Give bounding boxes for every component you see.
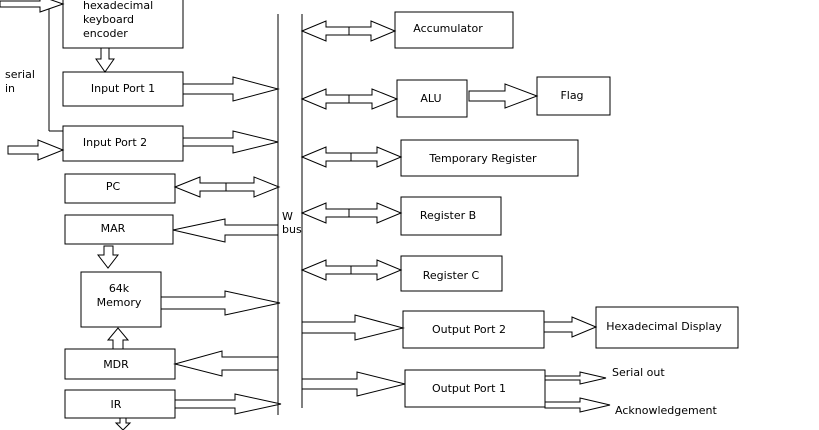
svg-text:encoder: encoder <box>83 27 128 40</box>
svg-text:Register B: Register B <box>420 209 476 222</box>
svg-text:Register C: Register C <box>423 269 480 282</box>
memory-block: 64k Memory <box>80 271 162 328</box>
svg-text:MAR: MAR <box>101 222 126 235</box>
w-bus-label-line2: bus <box>282 223 302 236</box>
svg-text:keyboard: keyboard <box>83 13 134 26</box>
svg-text:Output Port 1: Output Port 1 <box>432 382 506 395</box>
register-b-block: Register B <box>400 196 502 236</box>
bus-to-mdr-arrow <box>173 350 279 377</box>
svg-text:MDR: MDR <box>103 358 129 371</box>
register-c-block: Register C <box>400 255 503 292</box>
svg-text:Output Port 2: Output Port 2 <box>432 323 506 336</box>
accumulator-block: Accumulator <box>394 11 514 49</box>
input-port-2-to-bus-arrow <box>182 130 279 154</box>
serial-in-arrow-top <box>0 0 65 13</box>
serial-out-label: Serial out <box>612 366 665 379</box>
output-port-1-block: Output Port 1 <box>404 369 546 408</box>
ir-block: IR <box>64 389 176 419</box>
memory-to-bus-arrow <box>160 290 281 316</box>
output-port-2-to-display-arrow <box>543 316 598 338</box>
hexadecimal-display-block: Hexadecimal Display <box>595 306 739 349</box>
pc-bus-bidirectional-arrow <box>173 176 281 198</box>
bus-to-ir-arrow <box>174 393 282 415</box>
svg-text:Memory: Memory <box>97 296 142 309</box>
serial-in-to-input-port-2-arrow <box>7 139 65 161</box>
svg-text:Hexadecimal Display: Hexadecimal Display <box>606 320 722 333</box>
pc-block: PC <box>64 173 176 204</box>
keyboard-encoder-block: hexadecimal keyboard encoder <box>62 0 184 49</box>
svg-text:Input Port 2: Input Port 2 <box>83 136 147 149</box>
mdr-to-memory-arrow <box>106 327 130 350</box>
mdr-block: MDR <box>64 348 176 380</box>
svg-text:PC: PC <box>106 180 121 193</box>
svg-text:Temporary Register: Temporary Register <box>428 152 537 165</box>
svg-text:Accumulator: Accumulator <box>413 22 483 35</box>
flag-block: Flag <box>536 76 611 116</box>
serial-in-label-line1: serial <box>5 68 35 81</box>
input-port-1-to-bus-arrow <box>182 76 280 102</box>
bus-to-output-port-1-arrow <box>301 371 406 397</box>
svg-text:Flag: Flag <box>560 89 583 102</box>
mar-to-memory-arrow <box>96 245 120 269</box>
svg-text:ALU: ALU <box>420 92 441 105</box>
svg-text:hexadecimal: hexadecimal <box>83 0 153 12</box>
input-port-2-block: Input Port 2 <box>62 125 184 162</box>
bus-to-output-port-2-arrow <box>301 314 405 341</box>
mar-block: MAR <box>64 214 174 245</box>
acknowledgement-label: Acknowledgement <box>615 404 717 417</box>
ir-down-arrow <box>114 417 132 430</box>
bus-to-mar-arrow <box>172 218 279 243</box>
output-port-1-serial-out-arrow <box>544 371 607 385</box>
svg-text:Input Port 1: Input Port 1 <box>91 82 155 95</box>
alu-to-flag-arrow <box>468 83 539 109</box>
svg-text:IR: IR <box>111 398 122 411</box>
input-port-1-block: Input Port 1 <box>62 71 184 107</box>
serial-in-label-line2: in <box>5 82 15 95</box>
w-bus-label-line1: W <box>282 210 293 223</box>
output-port-1-acknowledgement-arrow <box>544 397 611 413</box>
temporary-register-block: Temporary Register <box>400 139 579 177</box>
svg-text:64k: 64k <box>109 282 130 295</box>
output-port-2-block: Output Port 2 <box>402 310 545 349</box>
encoder-to-input-port-1-arrow <box>95 47 115 73</box>
alu-block: ALU <box>396 79 468 118</box>
bus-register-b-bidirectional-arrow <box>300 202 403 224</box>
